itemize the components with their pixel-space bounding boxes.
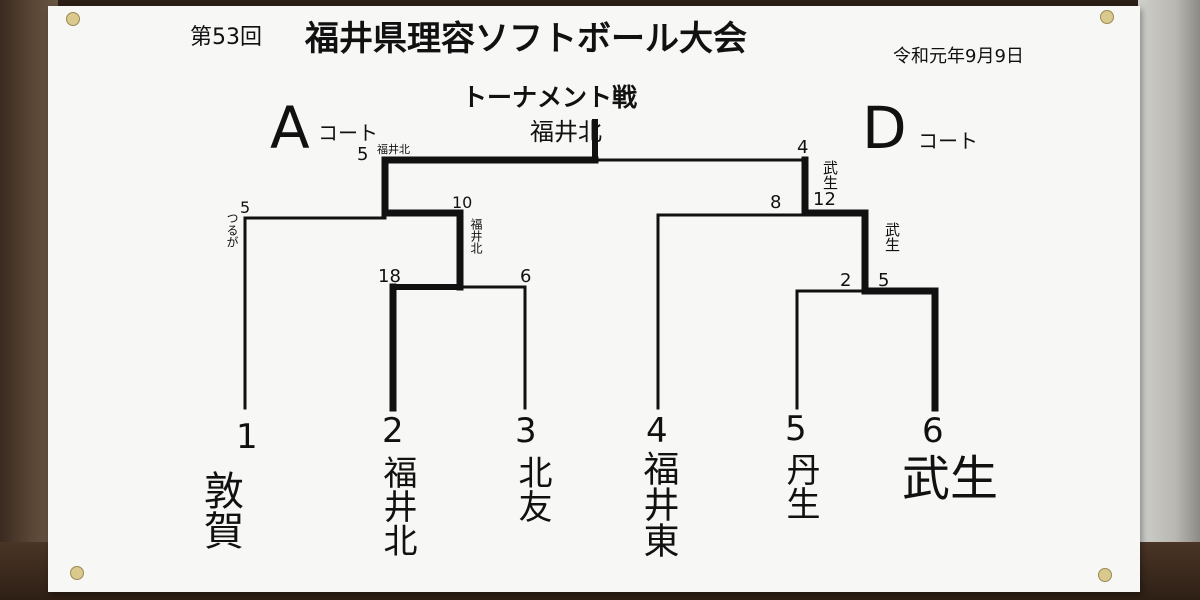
score-r1-team5: 2 (840, 270, 851, 291)
team-name: 丹生 (780, 452, 820, 520)
edition-text: 第53回 (190, 25, 262, 50)
court-d-letter: D (862, 94, 907, 162)
team-seed: 1 (236, 417, 258, 457)
team-6: 6 武生 (902, 411, 998, 507)
pushpin-bottom-left (70, 566, 84, 580)
score-r1-team3: 6 (520, 266, 531, 287)
winner-label: 福井北 (530, 118, 602, 146)
score-sf-right-winner: 12 (813, 189, 836, 210)
annot-final-left-team: 福井北 (377, 142, 410, 156)
poster-title: 福井県理容ソフトボール大会 (304, 19, 747, 59)
score-final-right: 4 (797, 137, 808, 158)
score-final-left: 5 (357, 144, 368, 165)
team-4: 4 福井東 (638, 411, 680, 558)
team-name: 福井北 (377, 455, 417, 557)
annot-r1-right-winner: 武生 (883, 222, 901, 252)
score-sf-team4: 8 (770, 192, 781, 213)
annot-sf-right-winner: 武生 (821, 160, 839, 190)
wall-right (1138, 0, 1200, 600)
team-seed: 2 (382, 411, 404, 451)
date-text: 令和元年9月9日 (893, 46, 1024, 67)
score-sf-team1: 5 (240, 198, 250, 217)
team-name: 武生 (902, 451, 998, 507)
team-seed: 4 (646, 411, 668, 451)
team-1: 1 敦賀 (197, 417, 258, 550)
team-5: 5 丹生 (780, 409, 820, 520)
team-seed: 3 (515, 411, 537, 451)
pushpin-bottom-right (1098, 568, 1112, 582)
annot-r1-left-winner: 福井北 (469, 217, 483, 255)
score-r1-team2: 18 (378, 266, 401, 287)
bracket-lines (243, 119, 939, 412)
pushpin-top-left (66, 12, 80, 26)
team-seed: 6 (922, 411, 944, 451)
score-r1-team6: 5 (878, 270, 889, 291)
tournament-poster (48, 6, 1140, 592)
team-name: 北友 (512, 455, 552, 523)
team-2: 2 福井北 (377, 411, 417, 557)
team-seed: 5 (785, 409, 807, 449)
team-name: 敦賀 (197, 470, 243, 550)
pushpin-top-right (1100, 10, 1114, 24)
team-3: 3 北友 (512, 411, 552, 523)
court-a-suffix: コート (318, 121, 378, 145)
score-sf-left-winner: 10 (452, 193, 472, 212)
court-d-suffix: コート (918, 129, 978, 153)
court-a-letter: A (270, 94, 310, 162)
subtitle-text: トーナメント戦 (462, 83, 637, 112)
annot-sf-team1: つるが (225, 212, 239, 248)
team-name: 福井東 (638, 450, 680, 558)
